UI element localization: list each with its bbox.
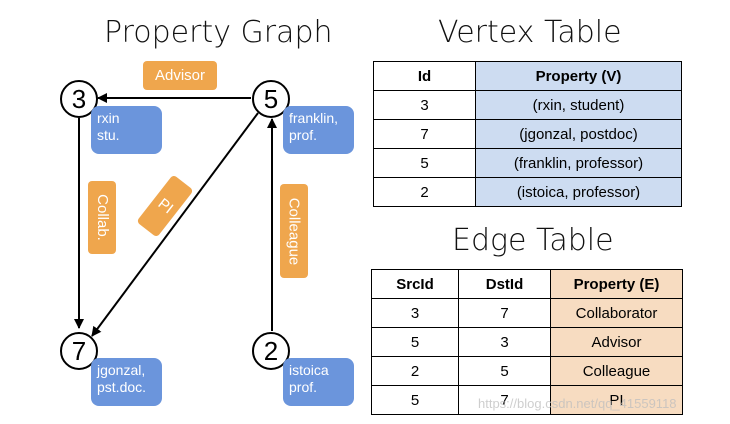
edge-dst-cell: 5 <box>458 356 551 386</box>
vertex-table-header-property: Property (V) <box>475 61 682 91</box>
vertex-id-cell: 2 <box>373 177 476 207</box>
vertex-table-title: Vertex Table <box>438 15 622 50</box>
table-row: 2 (istoica, professor) <box>373 177 682 207</box>
vertex-5-label-line2: prof. <box>289 127 318 143</box>
edge-table: SrcId DstId Property (E) 3 7 Collaborato… <box>371 269 683 415</box>
vertex-2-label-line1: istoica <box>289 362 329 378</box>
vertex-property-cell: (franklin, professor) <box>475 148 682 178</box>
edge-label-pi-text: PI <box>154 194 176 218</box>
table-row: 5 7 PI <box>371 385 683 415</box>
table-row: 5 (franklin, professor) <box>373 148 682 178</box>
edge-label-collab: Collab. <box>88 181 116 254</box>
vertex-2-label: istoica prof. <box>283 358 354 406</box>
table-row: 7 (jgonzal, postdoc) <box>373 119 682 149</box>
edge-dst-cell: 7 <box>458 298 551 328</box>
vertex-7-node: 7 <box>60 332 98 370</box>
vertex-7-label-line1: jgonzal, <box>97 362 146 378</box>
vertex-2-label-line2: prof. <box>289 379 318 395</box>
vertex-property-cell: (rxin, student) <box>475 90 682 120</box>
edge-table-header-srcid: SrcId <box>371 269 459 299</box>
vertex-5-label: franklin, prof. <box>283 106 354 154</box>
edge-src-cell: 2 <box>371 356 459 386</box>
watermark-text: https://blog.csdn.net/qq_41559118 <box>478 396 677 411</box>
vertex-3-label-line2: stu. <box>97 127 120 143</box>
vertex-3-label: rxin stu. <box>91 106 162 154</box>
vertex-property-cell: (jgonzal, postdoc) <box>475 119 682 149</box>
table-row: 3 (rxin, student) <box>373 90 682 120</box>
edge-property-cell: Colleague <box>550 356 683 386</box>
edge-5-to-7-pi <box>91 112 259 337</box>
edge-property-cell: Collaborator <box>550 298 683 328</box>
vertex-7-label-line2: pst.doc. <box>97 379 147 395</box>
edge-label-colleague-text: Colleague <box>285 197 303 265</box>
edge-src-cell: 5 <box>371 385 459 415</box>
table-row: 2 5 Colleague <box>371 356 683 386</box>
edge-table-header-dstid: DstId <box>458 269 551 299</box>
edge-table-title: Edge Table <box>452 223 614 258</box>
edge-table-header-row: SrcId DstId Property (E) <box>371 269 683 299</box>
vertex-3-node: 3 <box>60 80 98 118</box>
vertex-3-label-line1: rxin <box>97 110 120 126</box>
vertex-table-header-id: Id <box>373 61 476 91</box>
edge-dst-cell: 3 <box>458 327 551 357</box>
edge-property-cell: PI <box>550 385 683 415</box>
edge-dst-cell: 7 <box>458 385 551 415</box>
edge-table-header-property: Property (E) <box>550 269 683 299</box>
edge-label-advisor: Advisor <box>143 61 217 90</box>
edge-src-cell: 3 <box>371 298 459 328</box>
vertex-7-label: jgonzal, pst.doc. <box>91 358 162 406</box>
vertex-2-node: 2 <box>252 332 290 370</box>
table-row: 5 3 Advisor <box>371 327 683 357</box>
vertex-id-cell: 3 <box>373 90 476 120</box>
edge-property-cell: Advisor <box>550 327 683 357</box>
vertex-table-header-row: Id Property (V) <box>373 61 682 91</box>
vertex-property-cell: (istoica, professor) <box>475 177 682 207</box>
edge-src-cell: 5 <box>371 327 459 357</box>
table-row: 3 7 Collaborator <box>371 298 683 328</box>
edge-label-colleague: Colleague <box>280 184 308 278</box>
vertex-table: Id Property (V) 3 (rxin, student) 7 (jgo… <box>373 61 682 207</box>
vertex-id-cell: 7 <box>373 119 476 149</box>
property-graph-title: Property Graph <box>104 15 333 50</box>
edge-label-collab-text: Collab. <box>93 194 111 241</box>
vertex-5-label-line1: franklin, <box>289 110 339 126</box>
vertex-id-cell: 5 <box>373 148 476 178</box>
